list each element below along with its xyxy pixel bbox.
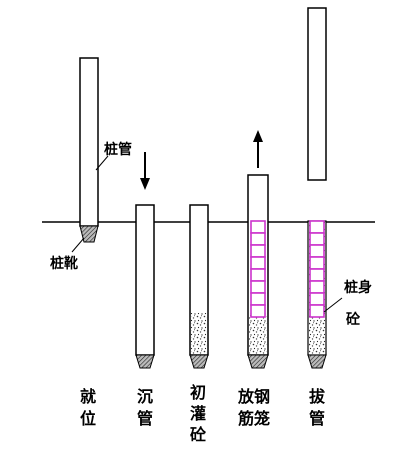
pile-pipe [135, 204, 155, 356]
pile-body-leader [323, 297, 343, 313]
pile-pipe-label: 桩管 [104, 141, 132, 158]
down-arrow-icon [140, 178, 150, 190]
caption-extract-pipe-1: 拔 [309, 387, 326, 406]
concrete-fill [191, 313, 207, 354]
caption-initial-concrete-3: 砼 [190, 425, 206, 444]
caption-initial-concrete-1: 初 [190, 383, 206, 402]
caption-initial-concrete-2: 灌 [190, 404, 206, 423]
pile-body-label-line2: 砼 [346, 311, 361, 328]
stage-captions: 就 位 沉 管 初 灌 砼 放钢 筋笼 拔 管 [80, 383, 326, 444]
pile-shoe [135, 354, 155, 369]
pile-shoe [189, 354, 209, 369]
caption-sinking-1: 沉 [137, 387, 153, 406]
caption-extract-pipe-2: 管 [309, 409, 325, 428]
pile-shoe-label: 桩靴 [50, 255, 78, 272]
pile-shoe [307, 354, 327, 369]
rebar-cage [309, 220, 325, 318]
caption-positioning-1: 就 [80, 387, 96, 406]
caption-rebar-cage-1: 放钢 [237, 387, 270, 406]
stage-extract-pipe [307, 7, 327, 369]
pile-pipe-leader [95, 155, 109, 171]
stage-positioning [79, 57, 99, 243]
pile-shoe [247, 354, 269, 369]
pile-pipe [79, 57, 99, 227]
pile-pipe-lifted [307, 7, 327, 181]
caption-sinking-2: 管 [137, 409, 153, 428]
concrete-fill [249, 313, 267, 354]
pile-shoe-leader [71, 237, 85, 253]
pile-body-label-line1: 桩身 [344, 279, 372, 296]
stage-rebar-cage [247, 130, 269, 369]
stage-sinking [135, 152, 155, 369]
caption-positioning-2: 位 [80, 409, 96, 428]
rebar-cage [250, 220, 266, 318]
pile-shoe [79, 225, 99, 243]
caption-rebar-cage-2: 筋笼 [237, 409, 270, 428]
stage-initial-concrete [189, 204, 209, 369]
up-arrow-icon [253, 130, 263, 142]
